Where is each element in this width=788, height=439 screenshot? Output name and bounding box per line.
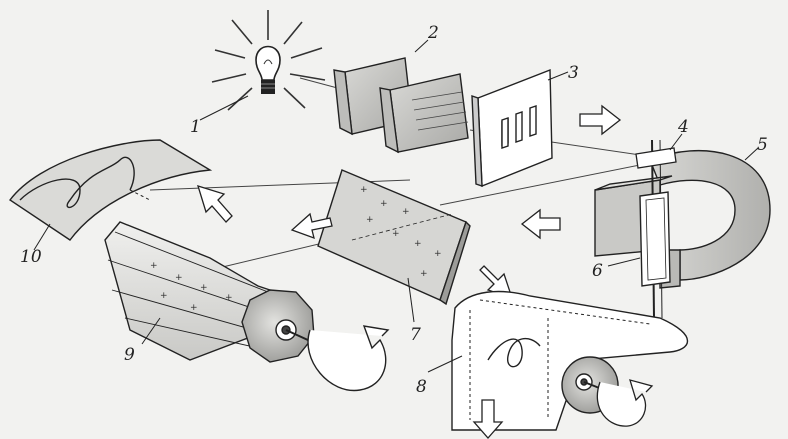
svg-text:+: +: [392, 229, 400, 239]
block-arrow-icon: [580, 106, 620, 134]
svg-text:+: +: [434, 249, 442, 259]
svg-text:+: +: [380, 199, 388, 209]
rotation-arrow-icon: [308, 326, 388, 390]
svg-text:+: +: [225, 293, 233, 303]
label-8: 8: [416, 377, 427, 397]
label-10: 10: [20, 247, 42, 267]
block-arrow-icon: [522, 210, 560, 238]
label-2: 2: [427, 23, 439, 43]
label-3: 3: [568, 63, 579, 83]
svg-text:+: +: [175, 273, 183, 283]
svg-text:+: +: [200, 283, 208, 293]
label-1: 1: [190, 117, 201, 137]
svg-text:+: +: [366, 215, 374, 225]
block-arrow-icon: [198, 186, 232, 222]
optical-plate: + + + + + + + +: [318, 170, 470, 304]
condenser-lenses: [334, 58, 468, 152]
svg-text:+: +: [420, 269, 428, 279]
svg-text:+: +: [190, 303, 198, 313]
svg-text:+: +: [414, 239, 422, 249]
svg-text:+: +: [150, 261, 158, 271]
magnet: [595, 151, 770, 288]
svg-text:+: +: [402, 207, 410, 217]
label-4: 4: [677, 117, 689, 137]
label-7: 7: [410, 325, 421, 345]
label-6: 6: [592, 261, 603, 281]
svg-text:+: +: [160, 291, 168, 301]
svg-text:+: +: [360, 185, 368, 195]
label-9: 9: [124, 345, 135, 365]
rotation-arrow-icon: [597, 380, 652, 426]
slit-plate: [472, 70, 552, 186]
film-sheet-output: [10, 140, 210, 240]
light-bulb-icon: [212, 10, 325, 110]
label-5: 5: [757, 135, 768, 155]
